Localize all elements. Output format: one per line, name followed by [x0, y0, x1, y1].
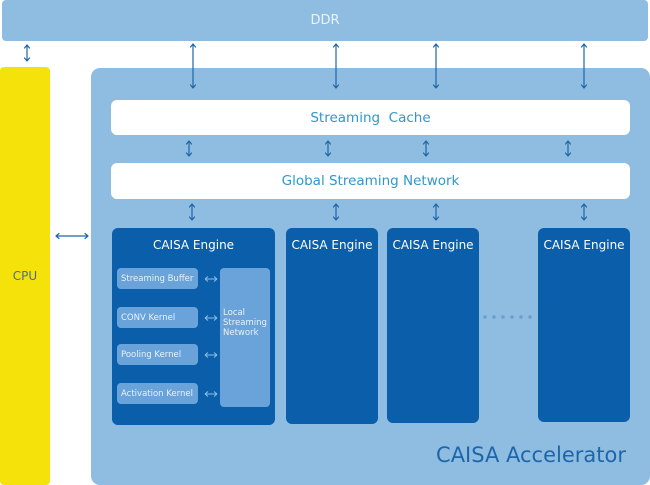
engine-title: CAISA Engine — [543, 238, 625, 252]
global-streaming-network: Global Streaming Network — [111, 163, 630, 199]
streaming-buffer: Streaming Buffer — [117, 268, 198, 289]
cache-gsn-arrow-icon — [564, 140, 572, 157]
gsn-engine-arrow-icon — [332, 203, 340, 221]
streaming-cache-label: Streaming Cache — [310, 109, 431, 126]
engine-title: CAISA Engine — [152, 238, 235, 252]
global-streaming-network-label: Global Streaming Network — [281, 173, 460, 189]
cpu-accel-arrow-icon — [55, 232, 89, 240]
ddr-label: DDR — [310, 13, 340, 28]
ddr-cpu-arrow-icon — [23, 44, 31, 62]
pooling-kernel: Pooling Kernel — [117, 344, 198, 365]
caisa-engine-2: CAISA Engine — [286, 228, 378, 424]
ddr-accel-arrow-icon — [189, 43, 197, 89]
bidirectional-arrow-icon — [204, 315, 218, 321]
accelerator-label: CAISA Accelerator — [436, 443, 626, 467]
cpu-label: CPU — [12, 269, 38, 283]
cache-gsn-arrow-icon — [422, 140, 430, 157]
bidirectional-arrow-icon — [204, 276, 218, 282]
conv-kernel: CONV Kernel — [117, 307, 198, 328]
gsn-engine-arrow-icon — [188, 203, 196, 221]
cpu-block: CPU — [0, 67, 50, 485]
bidirectional-arrow-icon — [204, 352, 218, 358]
ddr-accel-arrow-icon — [432, 43, 440, 89]
ellipsis-dots — [483, 315, 532, 319]
activation-kernel: Activation Kernel — [117, 383, 198, 404]
engine-title: CAISA Engine — [392, 238, 474, 252]
local-streaming-network: Local Streaming Network — [220, 268, 270, 407]
ddr-accel-arrow-icon — [332, 43, 340, 89]
cache-gsn-arrow-icon — [185, 140, 193, 157]
bidirectional-arrow-icon — [204, 391, 218, 397]
caisa-engine-4: CAISA Engine — [538, 228, 630, 422]
gsn-engine-arrow-icon — [580, 203, 588, 221]
cache-gsn-arrow-icon — [324, 140, 332, 157]
caisa-engine-3: CAISA Engine — [387, 228, 479, 423]
engine-title: CAISA Engine — [291, 238, 373, 252]
caisa-engine-1: CAISA Engine Streaming Buffer CONV Kerne… — [112, 228, 275, 425]
gsn-engine-arrow-icon — [432, 203, 440, 221]
ddr-block: DDR — [2, 0, 648, 41]
ddr-accel-arrow-icon — [580, 43, 588, 89]
streaming-cache: Streaming Cache — [111, 100, 630, 135]
